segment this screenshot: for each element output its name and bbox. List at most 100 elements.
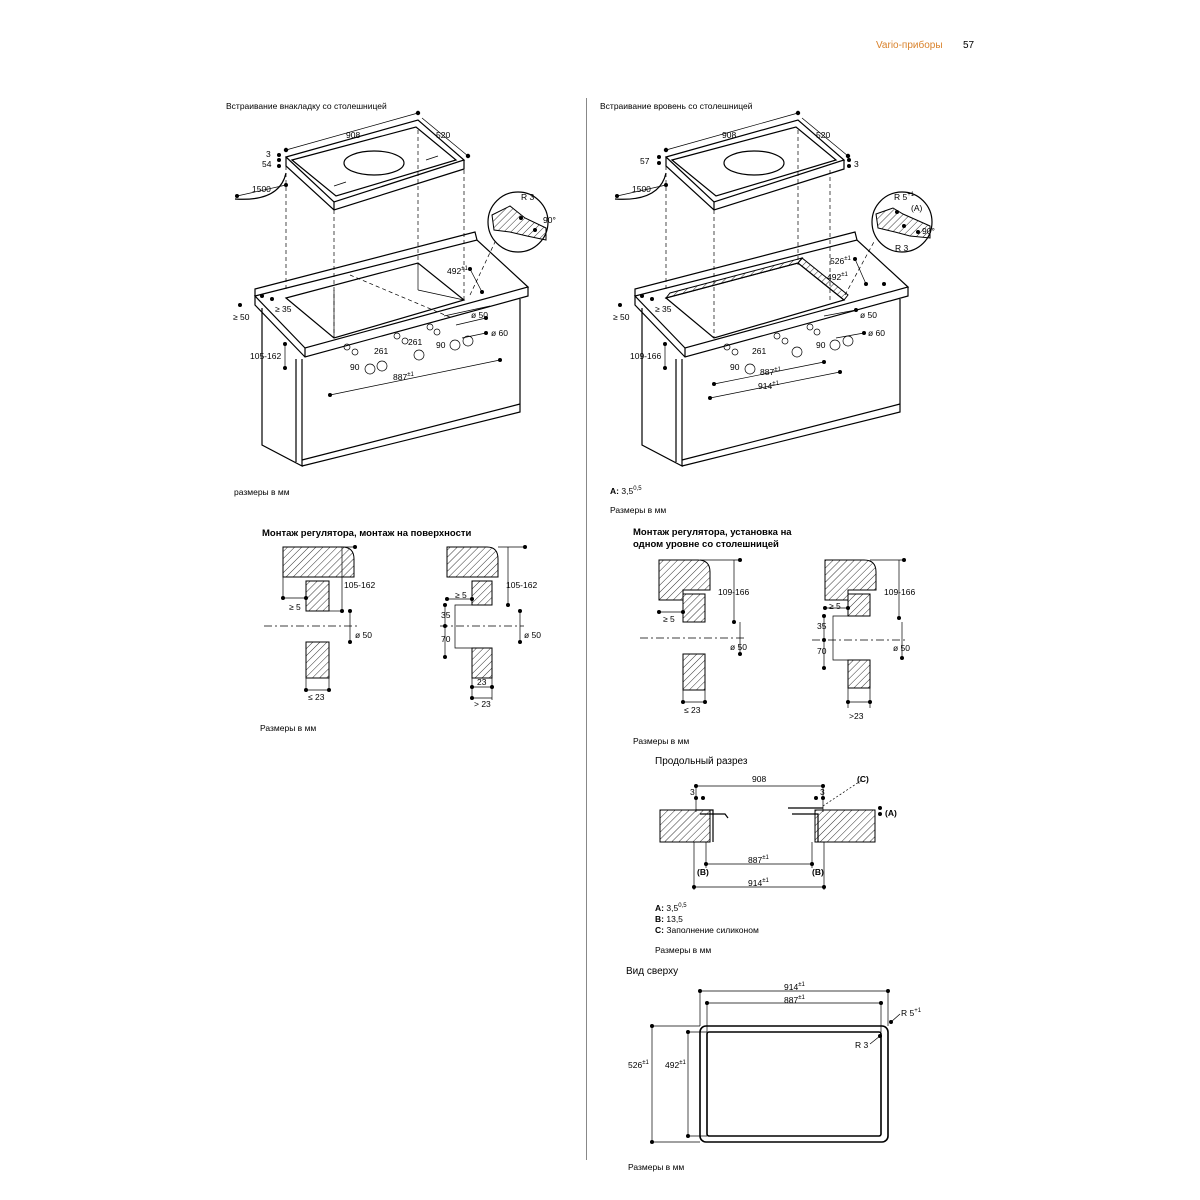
left-dim-887: 887±1 <box>393 372 414 382</box>
right-dim-r5: R 5+1 <box>894 192 915 202</box>
legend-caption: Размеры в мм <box>655 945 712 955</box>
left-knob-section-2 <box>440 545 527 700</box>
lk2-dim-h: 105-162 <box>506 580 538 590</box>
lk2-dim-o50: ø 50 <box>524 630 542 640</box>
top-dim-914: 914±1 <box>784 982 805 992</box>
left-iso-drawing <box>234 110 549 467</box>
right-dim-depth: 520 <box>816 130 831 140</box>
left-dim-cable: 1500 <box>252 184 271 194</box>
left-dim-90: 90 <box>350 362 360 372</box>
left-knob-caption: Размеры в мм <box>260 723 317 733</box>
left-dim-261b: 261 <box>408 337 423 347</box>
left-dim-ge50: ≥ 50 <box>233 312 250 322</box>
left-dim-depth: 520 <box>436 130 451 140</box>
lk2-dim-23: 23 <box>477 677 487 687</box>
top-view-title: Вид сверху <box>626 966 679 977</box>
rk1-dim-ge5: ≥ 5 <box>663 614 675 624</box>
right-dim-o60: ø 60 <box>868 328 886 338</box>
sec-label-c: (C) <box>857 774 869 784</box>
left-title: Встраивание внакладку со столешницей <box>226 101 387 111</box>
lk2-dim-ge5: ≥ 5 <box>455 590 467 600</box>
right-dim-57: 57 <box>640 156 650 166</box>
rk2-dim-h: 109-166 <box>884 587 916 597</box>
lk1-dim-ge5: ≥ 5 <box>289 602 301 612</box>
right-dim-526: 526±1 <box>830 256 851 266</box>
right-caption: Размеры в мм <box>610 505 667 515</box>
right-dim-3: 3 <box>854 159 859 169</box>
section-title: Продольный разрез <box>655 756 748 767</box>
lk1-dim-le23: ≤ 23 <box>308 692 325 702</box>
right-iso-drawing <box>614 110 933 467</box>
sec-dim-914: 914±1 <box>748 878 769 888</box>
lk2-dim-35: 35 <box>441 610 451 620</box>
page-number: 57 <box>963 40 975 51</box>
left-dim-o60: ø 60 <box>491 328 509 338</box>
right-dim-ge35: ≥ 35 <box>655 304 672 314</box>
right-note-a: A: 3,50,5 <box>610 486 642 496</box>
right-knob-caption: Размеры в мм <box>633 736 690 746</box>
rk2-dim-ge5: ≥ 5 <box>829 601 841 611</box>
left-dim-o50: ø 50 <box>471 310 489 320</box>
left-dim-54: 54 <box>262 159 272 169</box>
rk1-dim-le23: ≤ 23 <box>684 705 701 715</box>
left-knob-title: Монтаж регулятора, монтаж на поверхности <box>262 528 472 539</box>
top-dim-r5: R 5+1 <box>901 1008 922 1018</box>
sec-dim-3b: 3 <box>820 787 825 797</box>
left-dim-90b: 90 <box>436 340 446 350</box>
sec-dim-3a: 3 <box>690 787 695 797</box>
longitudinal-section <box>659 779 882 890</box>
lk2-dim-70: 70 <box>441 634 451 644</box>
left-dim-ge35: ≥ 35 <box>275 304 292 314</box>
left-dim-492: 492±1 <box>447 266 468 276</box>
rk2-dim-o50: ø 50 <box>893 643 911 653</box>
right-dim-109: 109-166 <box>630 351 662 361</box>
top-dim-526: 526±1 <box>628 1060 649 1070</box>
right-dim-90: 90 <box>730 362 740 372</box>
sec-label-b2: (B) <box>812 867 824 877</box>
section-name: Vario-приборы <box>876 40 943 51</box>
right-dim-ge50: ≥ 50 <box>613 312 630 322</box>
rk2-dim-gt23: >23 <box>849 711 864 721</box>
right-title: Встраивание вровень со столешницей <box>600 101 753 111</box>
rk1-dim-h: 109-166 <box>718 587 750 597</box>
left-dim-angle: 90° <box>543 215 556 225</box>
top-dim-r3: R 3 <box>855 1040 869 1050</box>
left-dim-r3: R 3 <box>521 192 535 202</box>
top-view <box>650 989 901 1144</box>
right-dim-887: 887±1 <box>760 367 781 377</box>
right-dim-cable: 1500 <box>632 184 651 194</box>
right-knob-title-1: Монтаж регулятора, установка на <box>633 527 792 538</box>
right-knob-title-2: одном уровне со столешницей <box>633 539 779 550</box>
right-dim-90b: 90 <box>816 340 826 350</box>
rk1-dim-o50: ø 50 <box>730 642 748 652</box>
rk2-dim-35: 35 <box>817 621 827 631</box>
column-divider <box>586 98 587 1160</box>
sec-label-a: (A) <box>885 808 897 818</box>
right-dim-261: 261 <box>752 346 767 356</box>
legend-c: C: Заполнение силиконом <box>655 925 759 935</box>
sec-label-b1: (B) <box>697 867 709 877</box>
lk2-dim-gt23: > 23 <box>474 699 491 709</box>
lk1-dim-o50: ø 50 <box>355 630 373 640</box>
right-dim-a: (A) <box>911 203 923 213</box>
top-dim-492: 492±1 <box>665 1060 686 1070</box>
right-dim-r3: R 3 <box>895 243 909 253</box>
right-dim-angle: 90° <box>922 226 935 236</box>
legend-a: A: 3,50,5 <box>655 903 687 913</box>
right-knob-section-2 <box>812 558 906 708</box>
left-dim-3: 3 <box>266 149 271 159</box>
left-dim-width: 908 <box>346 130 361 140</box>
right-dim-492: 492±1 <box>827 272 848 282</box>
rk2-dim-70: 70 <box>817 646 827 656</box>
right-dim-914: 914±1 <box>758 381 779 391</box>
sec-dim-908: 908 <box>752 774 767 784</box>
left-caption: размеры в мм <box>234 487 290 497</box>
right-dim-width: 908 <box>722 130 737 140</box>
legend-b: B: 13,5 <box>655 914 683 924</box>
lk1-dim-h: 105-162 <box>344 580 376 590</box>
top-dim-887: 887±1 <box>784 995 805 1005</box>
left-dim-105: 105-162 <box>250 351 282 361</box>
right-dim-o50: ø 50 <box>860 310 878 320</box>
left-knob-section-1 <box>264 545 360 692</box>
